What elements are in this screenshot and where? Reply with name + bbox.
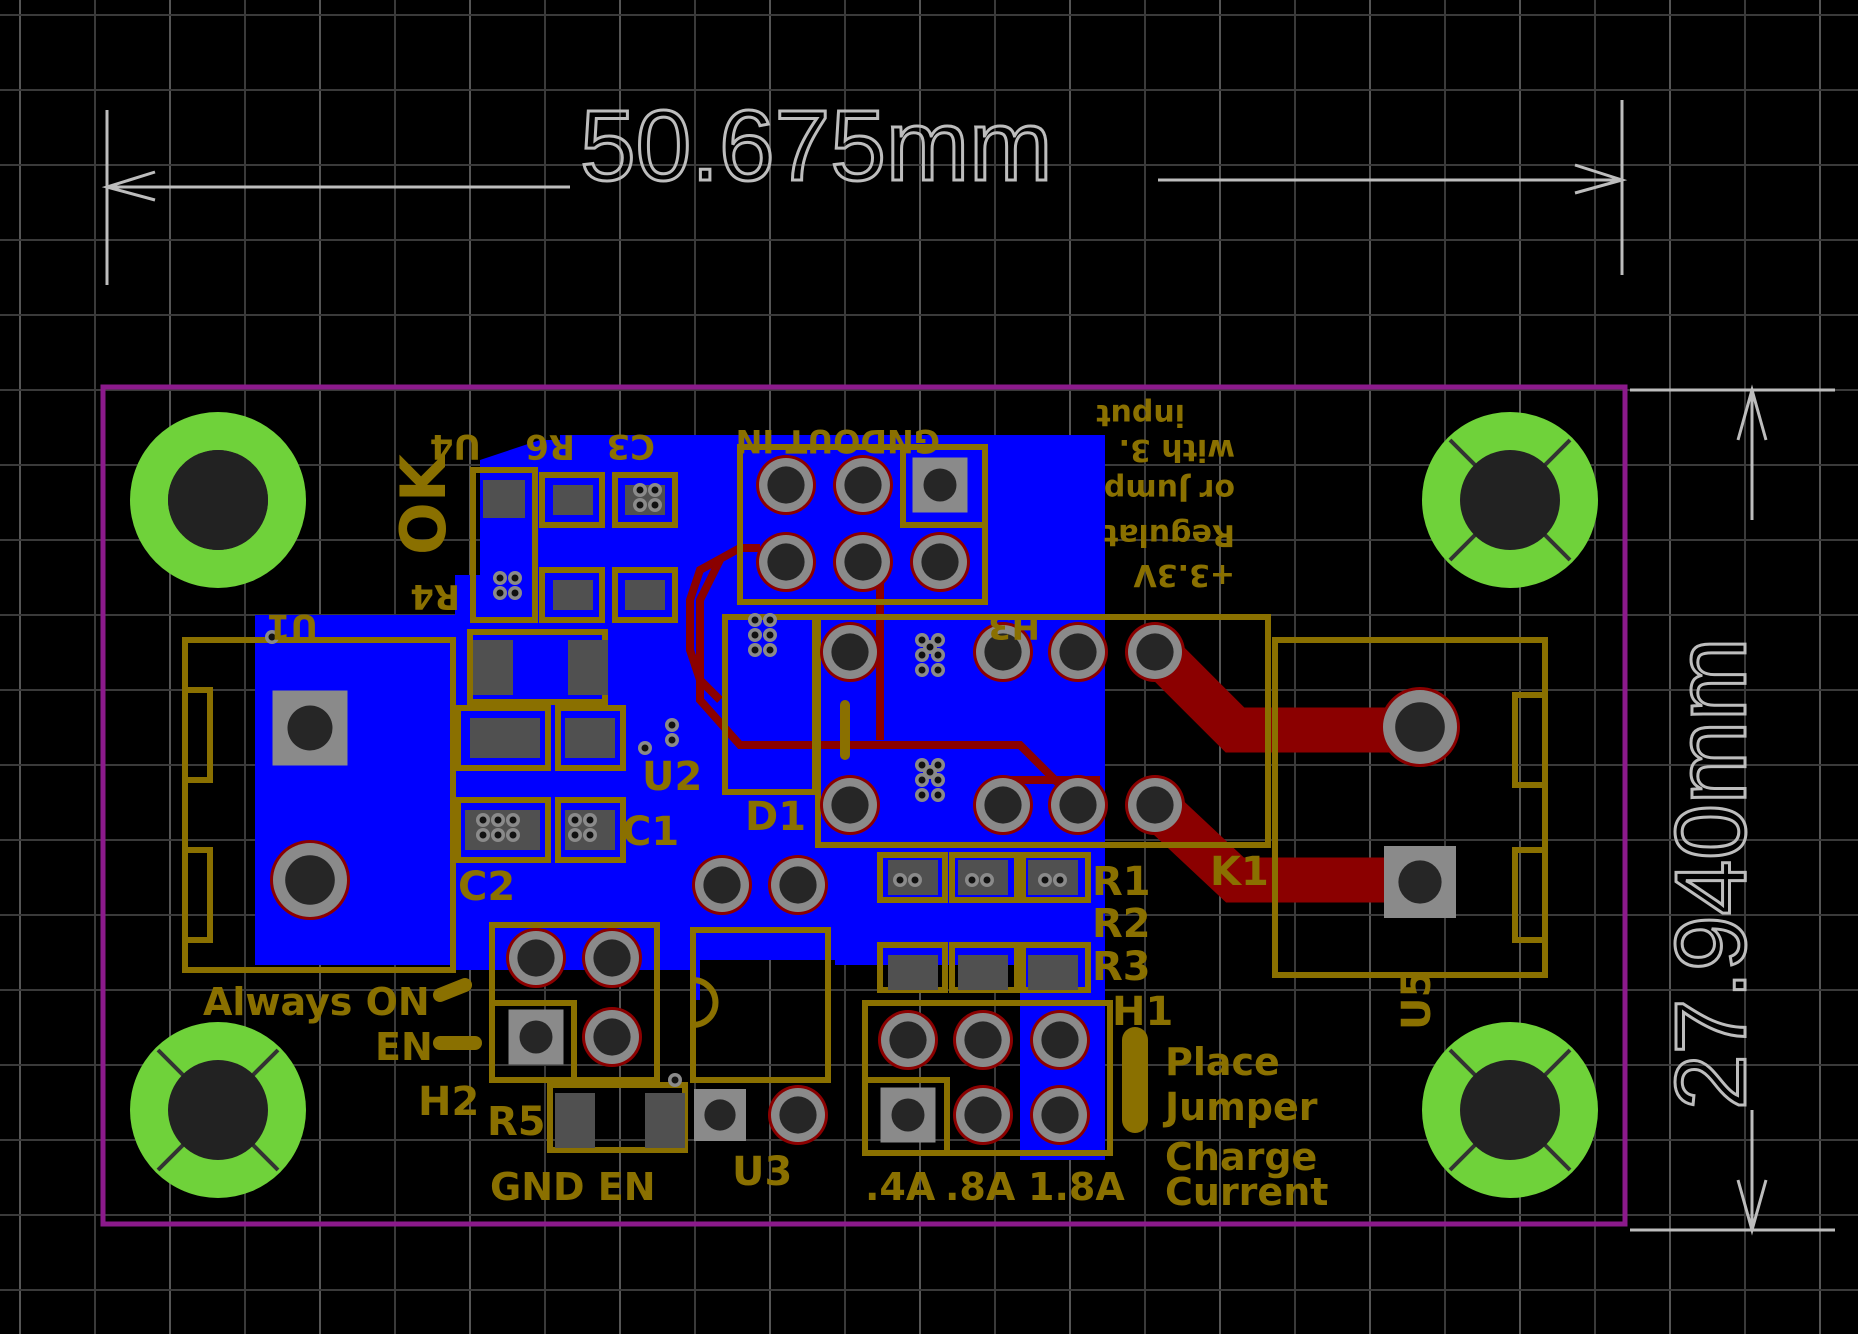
relay-traces — [1139, 634, 1420, 903]
dimension-width-text: 50.675mm — [580, 90, 1052, 202]
label-k1: K1 — [1210, 849, 1269, 895]
label-c2: C2 — [458, 864, 515, 910]
label-place: Place — [1165, 1040, 1280, 1084]
note-line4: Regulat — [1104, 517, 1235, 552]
label-r6: R6 — [525, 426, 575, 466]
note-line2: with 3. — [1119, 432, 1235, 467]
label-always-on: Always ON — [203, 980, 430, 1024]
label-r5: R5 — [487, 1099, 546, 1145]
label-d1: D1 — [745, 794, 806, 840]
dimension-width: 50.675mm — [101, 89, 1628, 285]
mounting-hole-bottom-right — [1422, 1022, 1598, 1198]
label-u4: U4 — [430, 426, 481, 466]
label-current-04: .4A — [865, 1165, 936, 1209]
through-hole-pads — [270, 455, 1460, 1145]
label-current-18: 1.8A — [1028, 1165, 1125, 1209]
label-r1: R1 — [1092, 859, 1151, 905]
label-jumper: Jumper — [1162, 1085, 1318, 1129]
label-r4: R4 — [410, 576, 460, 616]
dimension-height-text: 27.940mm — [1655, 638, 1767, 1110]
silkscreen-outlines — [182, 444, 1548, 1156]
board-outline — [100, 384, 1628, 1227]
mounting-hole-top-left — [130, 412, 306, 588]
mounting-hole-top-right — [1422, 412, 1598, 588]
label-u2: U2 — [642, 754, 702, 800]
dimension-height: 27.940mm — [1630, 384, 1835, 1236]
label-charge: Charge — [1165, 1135, 1317, 1179]
label-h3-pins: GNDOUT IN — [736, 422, 940, 460]
label-current: Current — [1165, 1170, 1328, 1214]
label-r2: R2 — [1092, 901, 1151, 947]
label-gnd-en: GND EN — [490, 1165, 656, 1209]
vias — [265, 483, 1067, 1087]
silk-marks — [433, 700, 1148, 1133]
label-c3: C3 — [606, 426, 655, 466]
silkscreen-text: U1 R4 U4 R6 C3 OK GNDOUT IN H3 input wit… — [203, 397, 1440, 1214]
label-h3: H3 — [988, 606, 1040, 646]
label-u3: U3 — [732, 1149, 792, 1195]
u3-notch — [692, 977, 719, 1028]
note-line5: +3.3V — [1133, 557, 1235, 592]
note-line1: input — [1096, 397, 1185, 432]
label-u1: U1 — [267, 606, 318, 646]
label-en: EN — [375, 1025, 433, 1069]
label-r3: R3 — [1092, 944, 1151, 990]
smd-pads — [465, 480, 1078, 1148]
note-line3: or Jump — [1104, 472, 1235, 507]
label-u5: U5 — [1394, 970, 1440, 1030]
label-h2: H2 — [418, 1079, 479, 1125]
label-c1: C1 — [622, 809, 679, 855]
label-ok: OK — [387, 452, 460, 555]
label-current-08: .8A — [945, 1165, 1016, 1209]
label-h1: H1 — [1112, 989, 1173, 1035]
mounting-hole-bottom-left — [130, 1022, 306, 1198]
